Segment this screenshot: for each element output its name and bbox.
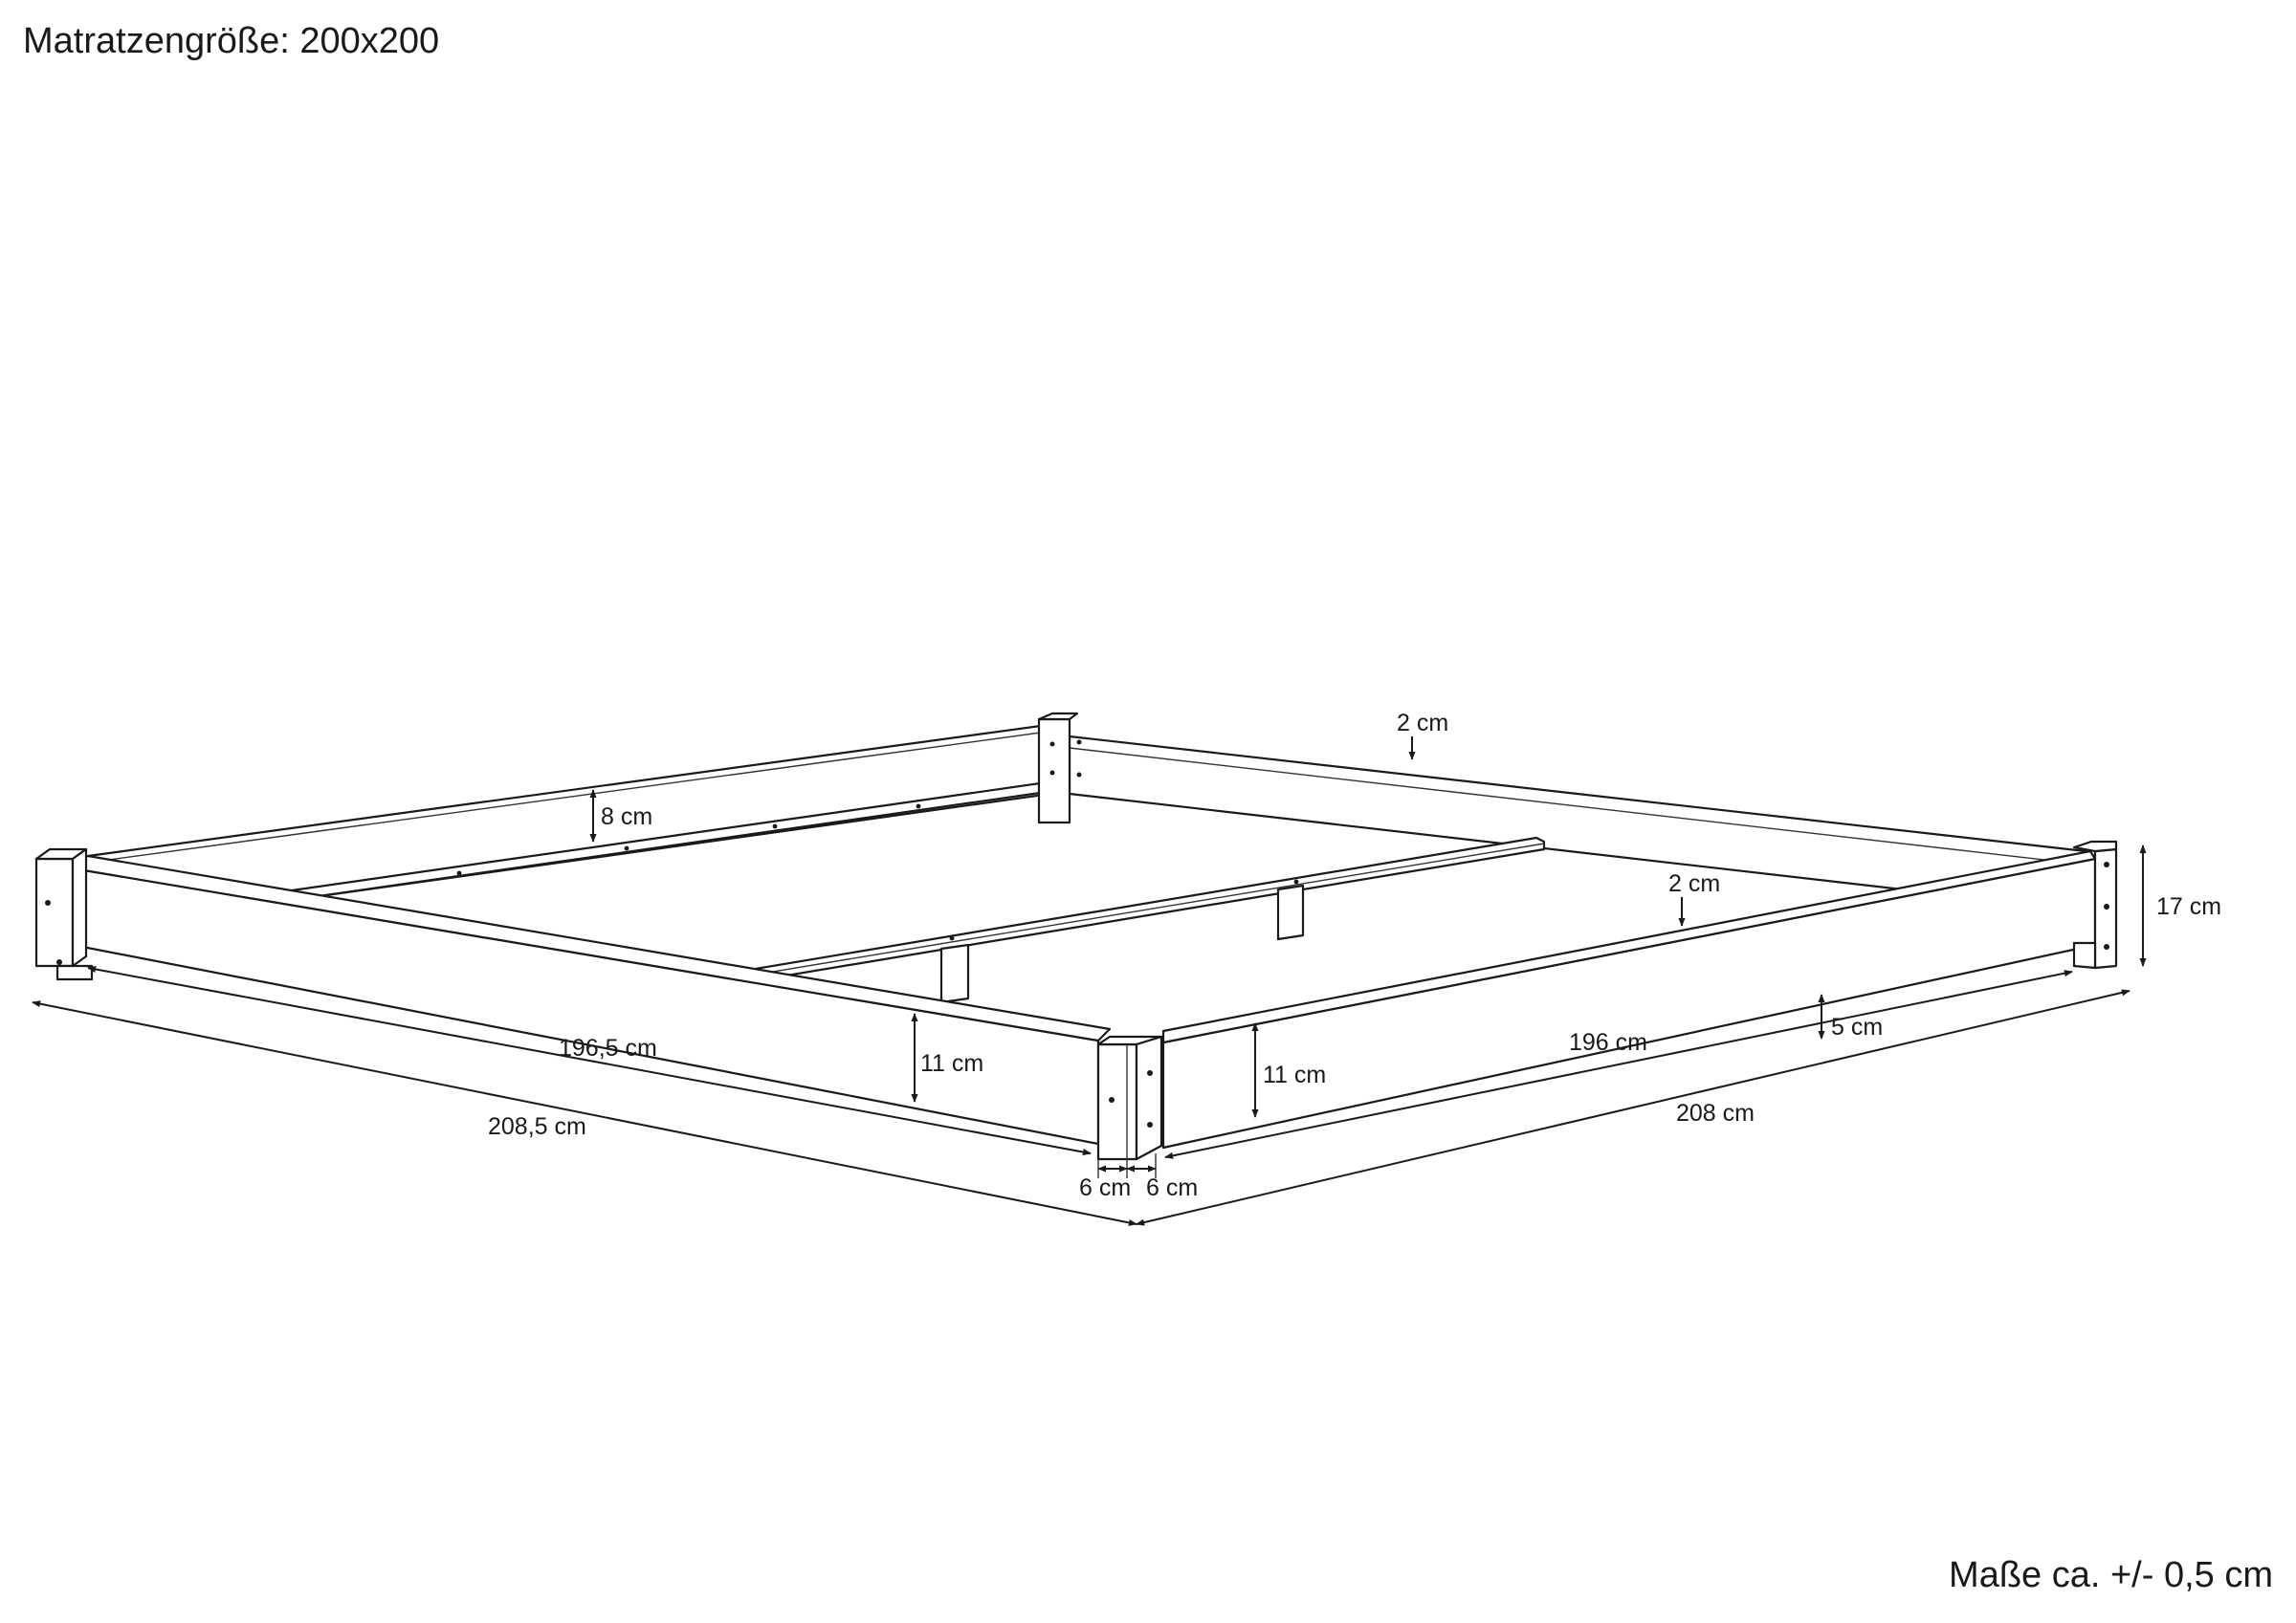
- label-5cm: 5 cm: [1831, 1014, 1883, 1041]
- center-leg-1: [939, 943, 970, 1004]
- dim-208-5cm-line: [32, 1000, 1137, 1226]
- center-beam: [725, 836, 1546, 987]
- label-2cm-top: 2 cm: [1397, 710, 1448, 736]
- back-left-post: [1037, 712, 1082, 824]
- dim-208cm-line: [1136, 989, 2130, 1226]
- label-6cm-left: 6 cm: [1079, 1174, 1131, 1201]
- label-11cm-right: 11 cm: [1263, 1062, 1326, 1088]
- label-2cm-right: 2 cm: [1668, 870, 1720, 897]
- tolerance-note: Maße ca. +/- 0,5 cm: [1949, 1555, 2273, 1595]
- label-208cm: 208 cm: [1676, 1100, 1755, 1127]
- label-196-5cm: 196,5 cm: [559, 1035, 657, 1062]
- label-196cm: 196 cm: [1569, 1029, 1647, 1056]
- label-208-5cm: 208,5 cm: [488, 1113, 586, 1140]
- center-leg-2: [1276, 884, 1305, 941]
- label-8cm: 8 cm: [601, 803, 652, 830]
- label-6cm-right: 6 cm: [1146, 1174, 1198, 1201]
- back-right-post: [2072, 840, 2118, 970]
- front-right-post: [1096, 1035, 1163, 1161]
- label-11cm-left: 11 cm: [920, 1050, 983, 1077]
- label-17cm: 17 cm: [2156, 893, 2221, 920]
- left-rail: [86, 723, 1066, 907]
- front-left-post: [34, 847, 94, 981]
- mattress-size-title: Matratzengröße: 200x200: [23, 21, 440, 61]
